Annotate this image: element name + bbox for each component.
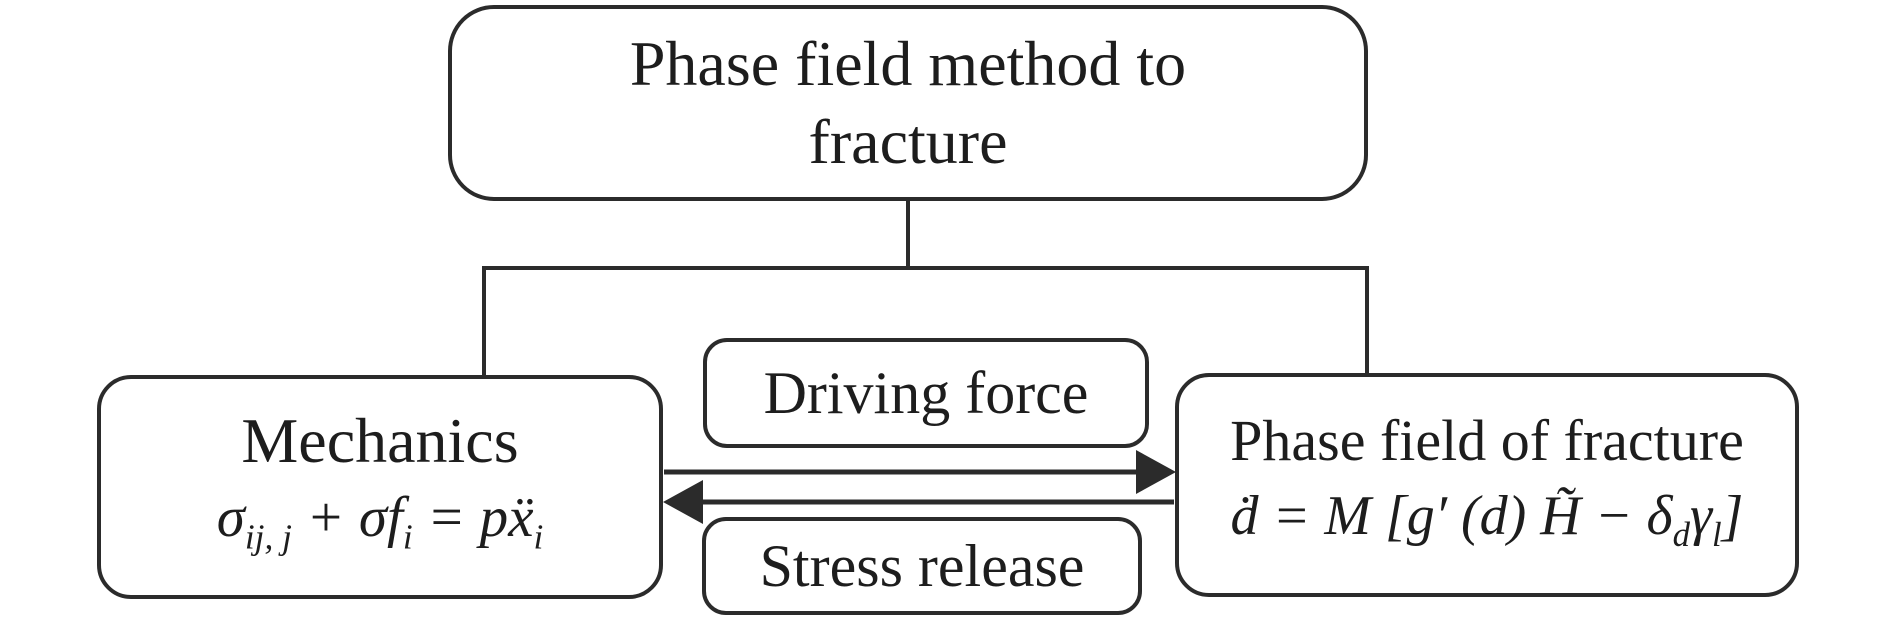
- arrowhead-left-icon: [663, 480, 703, 524]
- arrowhead-right-icon: [1136, 450, 1176, 494]
- root-node-label-line1: Phase field method to: [629, 28, 1187, 99]
- mechanics-node: Mechanics σij, j + σfi = pẍi: [97, 375, 663, 599]
- eq-segment: = pẍ: [412, 486, 534, 549]
- eq-segment: γ: [1689, 485, 1713, 547]
- eq-segment: σ: [216, 486, 245, 549]
- phase-field-of-fracture-node: Phase field of fracture ḋ = M [g′ (d) H̃…: [1175, 373, 1799, 597]
- driving-force-node: Driving force: [703, 338, 1149, 448]
- eq-subscript: i: [402, 517, 413, 557]
- phase-field-equation: ḋ = M [g′ (d) H̃ − δdγl]: [1231, 476, 1744, 556]
- eq-segment: + σf: [291, 486, 403, 549]
- driving-force-label: Driving force: [763, 359, 1089, 426]
- mechanics-equation: σij, j + σfi = pẍi: [217, 478, 544, 558]
- eq-segment: ḋ = M [g′ (d) H̃ − δ: [1230, 485, 1673, 547]
- eq-segment: ]: [1721, 485, 1744, 547]
- eq-subscript: l: [1712, 515, 1722, 555]
- eq-subscript: d: [1672, 515, 1690, 555]
- root-node-label-line2: fracture: [808, 106, 1008, 177]
- mechanics-title: Mechanics: [241, 405, 519, 476]
- eq-subscript: ij, j: [244, 517, 292, 557]
- stress-release-label: Stress release: [759, 532, 1085, 599]
- stress-release-arrow: [663, 480, 1174, 524]
- root-node-phase-field-method: Phase field method to fracture: [448, 5, 1368, 201]
- driving-force-arrow: [664, 450, 1176, 494]
- phase-field-title: Phase field of fracture: [1230, 408, 1744, 473]
- stress-release-node: Stress release: [702, 517, 1142, 615]
- eq-subscript: i: [533, 517, 544, 557]
